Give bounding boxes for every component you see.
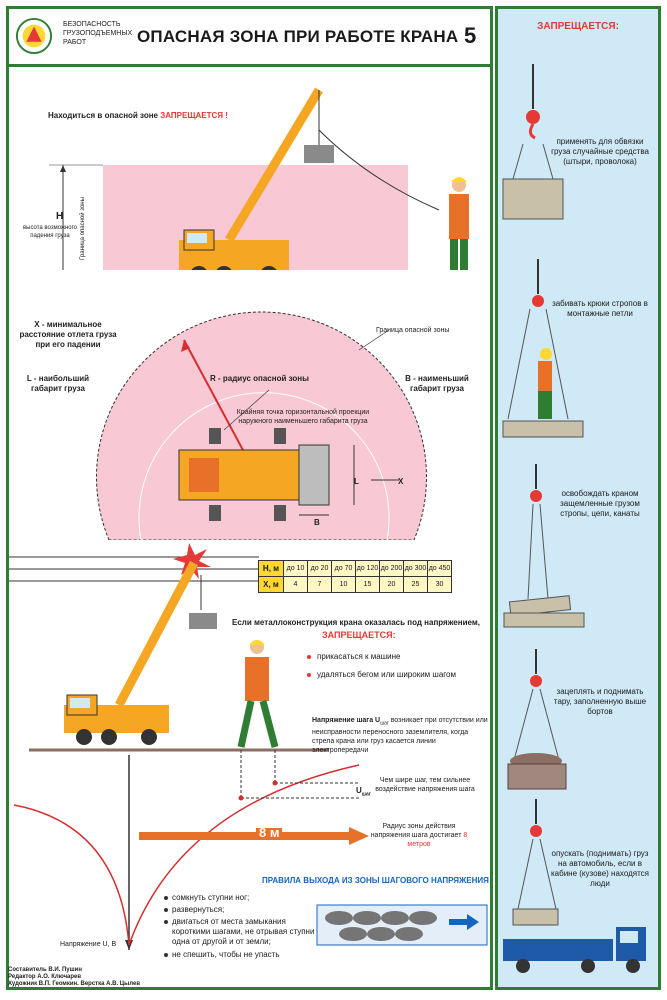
top-warning-text: Находиться в опасной зоне [48,111,158,120]
x-definition: X - минимальное расстояние отлета груза … [19,320,117,349]
rule-item: развернуться; [164,905,322,915]
voltage-bullet-touch: прикасаться к машине [307,652,400,662]
table-row: X, м 4 7 10 15 20 25 30 [258,576,452,593]
overfilled-container-icon [507,649,567,790]
table-cell: 7 [307,576,332,593]
b-dimension: B [314,518,320,527]
r-label: R - радиус опасной зоны [210,374,309,383]
worker-voltage-icon [237,640,279,748]
table-cell: 25 [403,576,428,593]
step-voltage-sub: шаг [380,720,389,727]
table-cell: до 450 [427,560,452,577]
table-cell: 10 [331,576,356,593]
table-cell: 4 [283,576,308,593]
h-description: высота возможного падения груза [22,225,78,239]
table-cell: 15 [355,576,380,593]
step-voltage-desc: Напряжение шага Uшаг возникает при отсут… [312,716,488,755]
table-row: H, м до 10 до 20 до 70 до 120 до 200 до … [258,560,452,577]
slings-worker-icon [502,259,584,438]
u-sub: шаг [361,791,371,798]
b-definition: B - наименьший габарит груза [405,374,469,393]
sidebar-item-truck: опускать (поднимать) груз на автомобиль,… [551,849,649,888]
step-voltage-rest: возникает при отсутствии или неисправнос… [312,717,488,755]
x-label: X, м [258,576,284,593]
table-cell: 20 [379,576,404,593]
radius-red: 8 метров [407,832,468,848]
l-definition: L - наибольший габарит груза [26,374,90,393]
rule-item: сомкнуть ступни ног; [164,893,322,903]
arrow-right-icon [349,827,369,845]
prohibited-sidebar: ЗАПРЕЩАЕТСЯ: [495,6,661,990]
table-cell: до 300 [403,560,428,577]
step-voltage-lead: Напряжение шага U [312,717,381,724]
worker-icon [449,177,469,270]
danger-radius-zone [96,311,427,540]
poster-number: 5 [464,23,477,48]
page-title: ОПАСНАЯ ЗОНА ПРИ РАБОТЕ КРАНА [137,27,459,46]
crane-energized-icon [64,560,217,745]
truck-icon [503,799,646,973]
top-warning: Находиться в опасной зоне ЗАПРЕЩАЕТСЯ ! [48,111,228,121]
voltage-scene [9,543,488,950]
voltage-intro: Если металлоконструкция крана оказалась … [232,618,480,627]
wider-step-note: Чем шире шаг, тем сильнее воздействие на… [375,777,475,793]
safety-logo-icon [15,17,53,55]
rule-item: не спешить, чтобы не упасть [164,950,322,960]
hx-table: H, м до 10 до 20 до 70 до 120 до 200 до … [258,560,452,593]
x-dimension: X [398,477,404,486]
distance-label: 8 м [256,826,283,839]
credits: Составитель В.И. Пушин Редактор А.О. Клю… [8,967,140,988]
l-dimension: L [354,477,359,486]
h-letter: H [56,211,64,222]
credit-editor: Редактор А.О. Ключарев [8,974,82,980]
axis-label: Напряжение U, В [60,941,117,948]
zone-border-vertical: Граница опасной зоны [80,197,86,260]
u-label: U [356,786,362,795]
credit-compiler: Составитель В.И. Пушин [8,967,82,973]
point-note: Крайняя точка горизонтальной проекции на… [236,409,370,425]
radius-note: Радиус зоны действия напряжения шага дос… [366,822,472,849]
u-step-label: Uшаг [356,786,371,800]
crane-top-icon [178,428,330,521]
crane-plan-view [96,311,427,540]
poster-header: БЕЗОПАСНОСТЬ ГРУЗОПОДЪЕМНЫХ РАБОТ ОПАСНА… [9,9,490,67]
poster-frame [6,6,493,990]
crane-side-view [49,87,469,270]
credit-artist: Художник В.П. Геомкин. Верстка А.В. Цыле… [8,981,141,987]
top-warning-red: ЗАПРЕЩАЕТСЯ ! [160,111,228,120]
spark-icon [173,543,211,579]
sidebar-item-pinned: освобождать краном защемленные грузом ст… [560,489,640,518]
sidebar-item-rigging: применять для обвязки груза случайные ср… [551,137,649,166]
crane-icon [179,87,334,270]
voltage-bullet-run: удаляться бегом или широким шагом [307,670,456,680]
hook-icon [502,64,564,220]
table-cell: 30 [427,576,452,593]
pinned-slings-icon [503,464,585,628]
rules-title: ПРАВИЛА ВЫХОДА ИЗ ЗОНЫ ШАГОВОГО НАПРЯЖЕН… [262,876,489,885]
sidebar-illustrations [502,64,646,973]
rule-item: двигаться от места замыкания короткими ш… [164,917,322,947]
series-name: БЕЗОПАСНОСТЬ ГРУЗОПОДЪЕМНЫХ РАБОТ [63,21,133,46]
radius-text: Радиус зоны действия напряжения шага дос… [370,823,462,839]
zone-border-label: Граница опасной зоны [376,327,450,334]
sidebar-title: ЗАПРЕЩАЕТСЯ: [537,21,619,32]
voltage-prohibited: ЗАПРЕЩАЕТСЯ: [322,630,396,640]
sidebar-item-container: зацеплять и поднимать тару, заполненную … [553,687,647,716]
sidebar-item-hooks: забивать крюки стропов в монтажные петли [552,299,648,318]
